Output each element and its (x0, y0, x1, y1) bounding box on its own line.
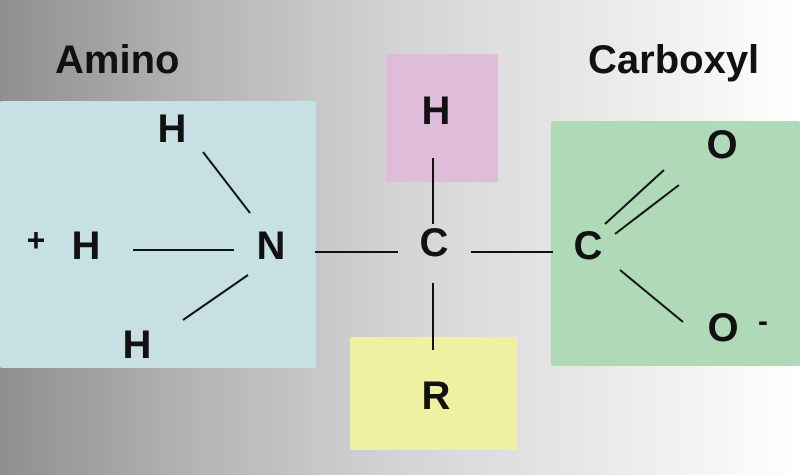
oxygen-negative-charge: - (758, 305, 768, 338)
carboxyl-title: Carboxyl (588, 38, 760, 82)
amino-group-box (0, 101, 316, 368)
amino-positive-charge: + (26, 222, 46, 258)
atom-h-amino-top: H (157, 107, 187, 151)
atom-o-single: O (707, 306, 739, 350)
atom-c-carboxyl: C (573, 224, 603, 268)
atom-h-amino-bottom: H (122, 323, 152, 367)
amino-title: Amino (55, 38, 180, 82)
bond-n-h-bottom (182, 274, 249, 321)
alpha-hydrogen-box (386, 54, 498, 182)
atom-r: R (421, 374, 451, 418)
atom-o-double: O (706, 123, 738, 167)
atom-c-alpha: C (419, 221, 449, 265)
atom-h-alpha: H (421, 89, 451, 133)
r-group-box (350, 337, 517, 450)
carboxyl-group-box (551, 121, 800, 366)
bond-n-h-top (202, 151, 251, 214)
bond-c-o-double-1 (604, 169, 665, 225)
bond-c-o-single (619, 269, 684, 323)
atom-h-amino-left: H (71, 224, 101, 268)
bond-c-o-double-2 (614, 184, 680, 235)
atom-n: N (256, 224, 286, 268)
